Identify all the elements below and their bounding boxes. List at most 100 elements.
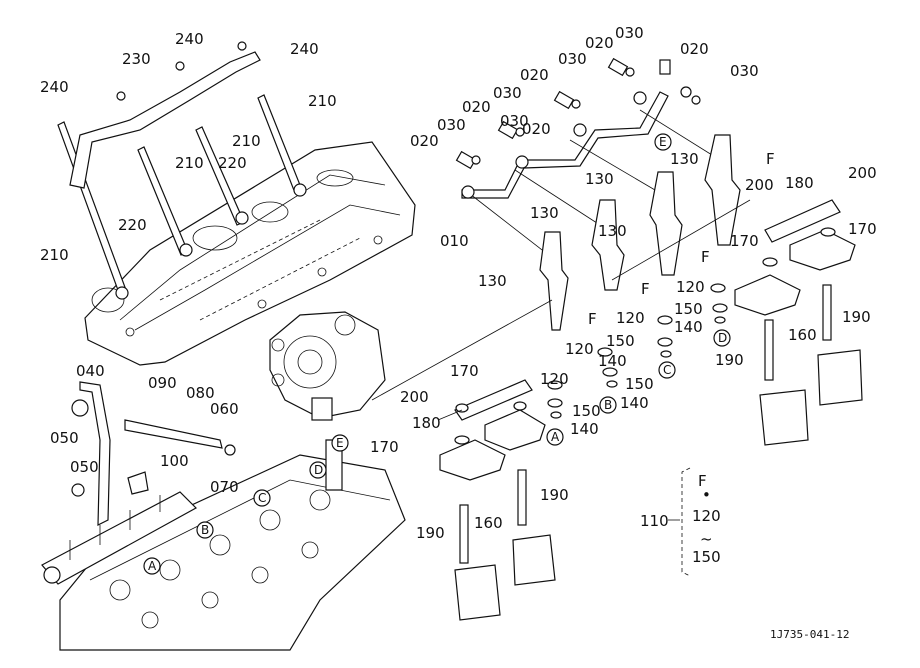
svg-text:F: F bbox=[701, 248, 710, 266]
callout-210: 210 bbox=[232, 132, 261, 150]
callout-030: 030 bbox=[493, 84, 522, 102]
bolt-050 bbox=[71, 483, 85, 497]
callout-050: 050 bbox=[70, 458, 99, 476]
callout-020: 020 bbox=[410, 132, 439, 150]
callout-120: 120 bbox=[565, 340, 594, 358]
injection-pipes bbox=[461, 91, 721, 261]
clip-050 bbox=[71, 399, 89, 417]
callout-170: 170 bbox=[848, 220, 877, 238]
callout-210: 210 bbox=[40, 246, 69, 264]
svg-text:A: A bbox=[551, 430, 560, 444]
glow-plug-lead bbox=[69, 41, 261, 189]
ref-mark-f: F bbox=[641, 280, 650, 298]
callout-150: 150 bbox=[606, 332, 635, 350]
callout-190: 190 bbox=[842, 308, 871, 326]
ref-mark-b: B bbox=[599, 396, 617, 414]
svg-text:F: F bbox=[588, 310, 597, 328]
callout-220: 220 bbox=[218, 154, 247, 172]
kit-label-mid: 120 bbox=[692, 507, 721, 525]
callout-060: 060 bbox=[210, 400, 239, 418]
callout-080: 080 bbox=[186, 384, 215, 402]
callout-120: 120 bbox=[616, 309, 645, 327]
nozzle-clamps bbox=[439, 199, 856, 481]
callout-210: 210 bbox=[308, 92, 337, 110]
callout-190: 190 bbox=[540, 486, 569, 504]
callout-020: 020 bbox=[462, 98, 491, 116]
kit-part-number: 110 bbox=[640, 512, 669, 530]
callout-090: 090 bbox=[148, 374, 177, 392]
callout-030: 030 bbox=[730, 62, 759, 80]
callout-140: 140 bbox=[674, 318, 703, 336]
svg-text:D: D bbox=[718, 331, 727, 345]
callout-180: 180 bbox=[785, 174, 814, 192]
fuel-pipe-040 bbox=[79, 381, 111, 526]
leader-lines bbox=[371, 199, 751, 421]
callout-180: 180 bbox=[412, 414, 441, 432]
callout-040: 040 bbox=[76, 362, 105, 380]
callout-190: 190 bbox=[715, 351, 744, 369]
callout-050: 050 bbox=[50, 429, 79, 447]
callout-020: 020 bbox=[680, 40, 709, 58]
callout-030: 030 bbox=[500, 112, 529, 130]
callout-140: 140 bbox=[598, 352, 627, 370]
ref-mark-e: E bbox=[654, 133, 672, 151]
callout-200: 200 bbox=[848, 164, 877, 182]
callout-130: 130 bbox=[478, 272, 507, 290]
callout-030: 030 bbox=[437, 116, 466, 134]
callout-120: 120 bbox=[540, 370, 569, 388]
svg-text:A: A bbox=[148, 559, 157, 573]
pipe-nuts bbox=[455, 57, 701, 170]
svg-text:D: D bbox=[314, 463, 323, 477]
svg-text:C: C bbox=[663, 363, 671, 377]
svg-text:B: B bbox=[604, 398, 612, 412]
ref-mark-c: C bbox=[658, 361, 676, 379]
callout-130: 130 bbox=[670, 150, 699, 168]
callout-240: 240 bbox=[40, 78, 69, 96]
injectors bbox=[539, 134, 741, 331]
callout-150: 150 bbox=[674, 300, 703, 318]
callout-030: 030 bbox=[558, 50, 587, 68]
callout-130: 130 bbox=[530, 204, 559, 222]
svg-text:F: F bbox=[641, 280, 650, 298]
callout-210: 210 bbox=[175, 154, 204, 172]
ref-mark-f: F bbox=[588, 310, 597, 328]
callout-170: 170 bbox=[730, 232, 759, 250]
callout-200: 200 bbox=[400, 388, 429, 406]
svg-text:B: B bbox=[201, 523, 209, 537]
callout-120: 120 bbox=[676, 278, 705, 296]
callout-160: 160 bbox=[788, 326, 817, 344]
callout-130: 130 bbox=[585, 170, 614, 188]
callout-140: 140 bbox=[570, 420, 599, 438]
diagram-code: 1J735-041-12 bbox=[770, 628, 849, 641]
ref-mark-d: D bbox=[713, 329, 731, 347]
ref-mark-b: B bbox=[196, 521, 214, 539]
kit-tilde: ~ bbox=[700, 530, 713, 548]
svg-text:E: E bbox=[336, 436, 344, 450]
kit-bracket bbox=[681, 467, 691, 577]
kit-dot: • bbox=[702, 486, 711, 504]
callout-150: 150 bbox=[572, 402, 601, 420]
callout-010: 010 bbox=[440, 232, 469, 250]
studs bbox=[454, 284, 863, 621]
callout-020: 020 bbox=[585, 34, 614, 52]
callout-190: 190 bbox=[416, 524, 445, 542]
clamp-050 bbox=[127, 471, 149, 495]
callout-230: 230 bbox=[122, 50, 151, 68]
callout-130: 130 bbox=[598, 222, 627, 240]
common-rail bbox=[41, 491, 197, 585]
callout-030: 030 bbox=[615, 24, 644, 42]
fuel-hose bbox=[124, 419, 223, 449]
ref-mark-f: F bbox=[701, 248, 710, 266]
callout-070: 070 bbox=[210, 478, 239, 496]
ref-mark-a: A bbox=[546, 428, 564, 446]
kit-label-top: F bbox=[698, 472, 707, 490]
callout-220: 220 bbox=[118, 216, 147, 234]
washers bbox=[454, 227, 836, 445]
fuel-injection-pump bbox=[269, 311, 386, 421]
ref-mark-e: E bbox=[331, 434, 349, 452]
callout-200: 200 bbox=[745, 176, 774, 194]
callout-170: 170 bbox=[370, 438, 399, 456]
